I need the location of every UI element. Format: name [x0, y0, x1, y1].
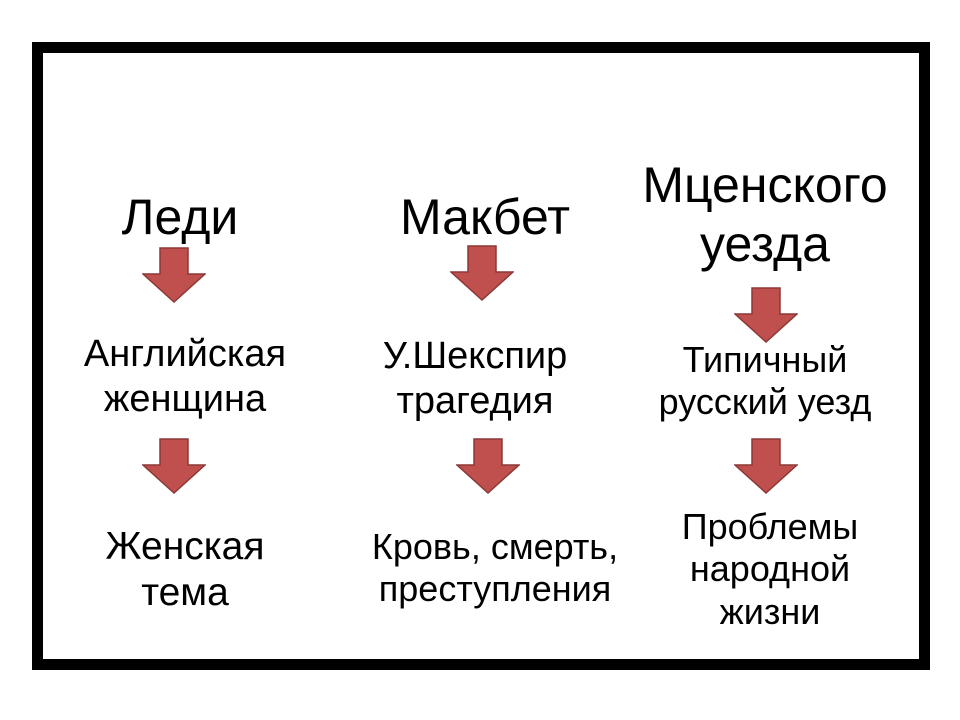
column-3-middle: Типичный русский уезд: [658, 339, 872, 423]
down-arrow-icon: [142, 247, 206, 303]
diagram-frame: [32, 42, 930, 670]
column-2-middle: У.Шекспир трагедия: [382, 335, 568, 422]
down-arrow-icon: [450, 245, 514, 301]
column-1-bottom: Женская тема: [105, 525, 265, 615]
down-arrow-icon: [456, 438, 520, 494]
column-3-bottom: Проблемы народной жизни: [681, 506, 859, 632]
down-arrow-icon: [734, 438, 798, 494]
down-arrow-icon: [734, 287, 798, 343]
column-1-title: Леди: [121, 189, 239, 245]
column-2-bottom: Кровь, смерть, преступления: [371, 526, 619, 610]
column-2-title: Макбет: [399, 189, 571, 245]
column-3-title: Мценского уезда: [642, 157, 888, 272]
down-arrow-icon: [142, 438, 206, 494]
column-1-middle: Английская женщина: [83, 333, 287, 420]
